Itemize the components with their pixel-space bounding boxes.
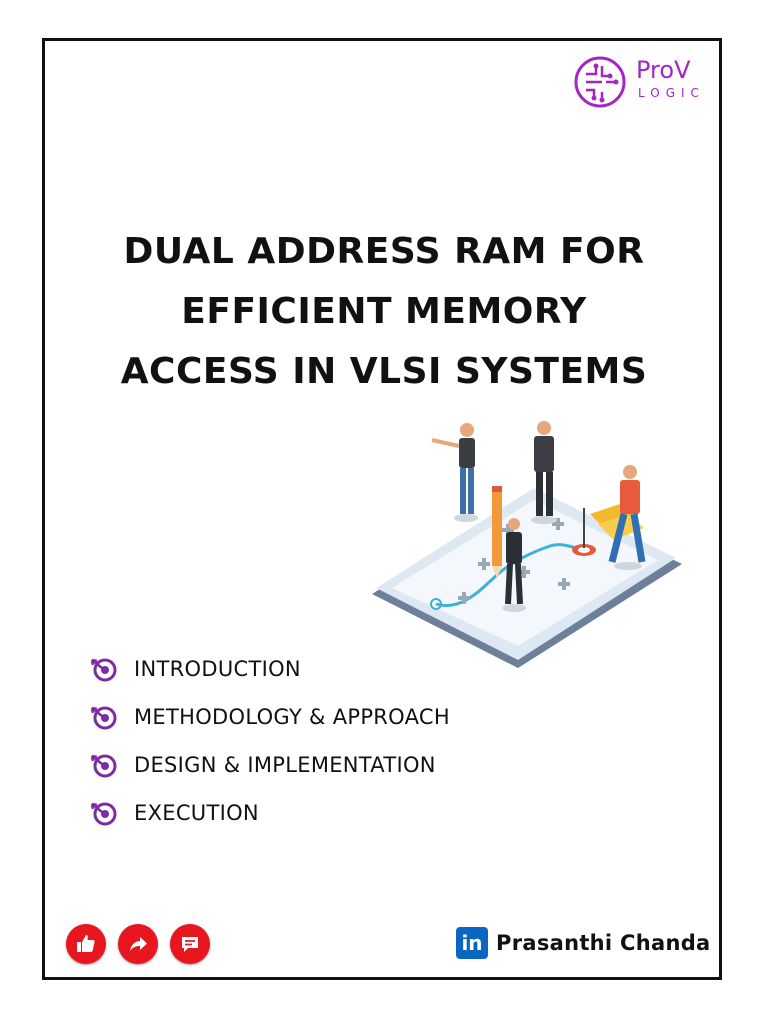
action-buttons <box>66 924 210 964</box>
target-bullet-icon <box>90 802 117 826</box>
share-arrow-icon <box>130 937 147 951</box>
logo-name-top: ProV <box>636 56 691 84</box>
author-name: Prasanthi Chanda <box>496 931 711 955</box>
title-line-1: DUAL ADDRESS RAM FOR <box>123 231 645 272</box>
list-item: INTRODUCTION <box>88 645 588 693</box>
team-planning-illustration <box>372 421 682 668</box>
toc-label-introduction: INTRODUCTION <box>134 657 301 681</box>
list-item: DESIGN & IMPLEMENTATION <box>88 741 588 789</box>
target-bullet-icon <box>90 658 117 682</box>
provlogic-logo: ProV LOGIC <box>572 52 712 114</box>
like-button[interactable] <box>66 924 106 964</box>
thumbs-up-icon <box>77 935 95 952</box>
target-bullet-icon <box>90 706 117 730</box>
logo-name-bottom: LOGIC <box>638 86 705 100</box>
toc-label-methodology: METHODOLOGY & APPROACH <box>134 705 450 729</box>
list-item: METHODOLOGY & APPROACH <box>88 693 588 741</box>
title-line-3: ACCESS IN VLSI SYSTEMS <box>120 351 648 392</box>
target-bullet-icon <box>90 754 117 778</box>
toc-label-execution: EXECUTION <box>134 801 259 825</box>
circuit-brain-icon <box>574 56 626 108</box>
comment-icon <box>182 937 198 952</box>
author-credit: in Prasanthi Chanda <box>456 926 711 960</box>
title-line-2: EFFICIENT MEMORY <box>181 291 587 332</box>
linkedin-icon[interactable]: in <box>456 927 488 959</box>
list-item: EXECUTION <box>88 789 588 837</box>
toc-label-design: DESIGN & IMPLEMENTATION <box>134 753 436 777</box>
contents-list: INTRODUCTION METHODOLOGY & APPROACH DESI… <box>88 645 588 837</box>
comment-button[interactable] <box>170 924 210 964</box>
share-button[interactable] <box>118 924 158 964</box>
document-title: DUAL ADDRESS RAM FOR EFFICIENT MEMORY AC… <box>60 222 708 402</box>
